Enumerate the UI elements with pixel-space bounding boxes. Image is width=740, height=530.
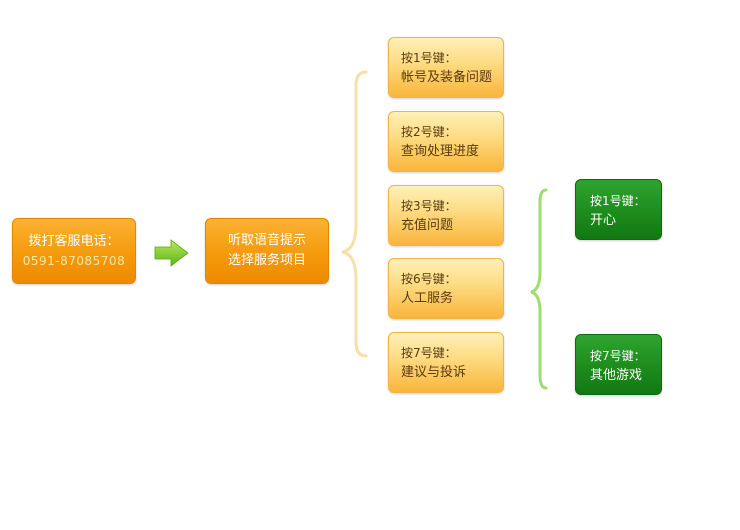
voice-prompt-line1: 听取语音提示 — [227, 233, 306, 248]
right-arrow-icon — [154, 239, 189, 267]
option-key-3: 按3号键： 充值问题 — [388, 185, 504, 246]
option-label: 帐号及装备问题 — [401, 70, 493, 85]
call-hotline-label: 拨打客服电话： — [28, 234, 120, 249]
option-key-7: 按7号键： 建议与投诉 — [388, 332, 504, 393]
voice-prompt-line2: 选择服务项目 — [227, 253, 306, 268]
option-key-label: 按3号键： — [401, 199, 457, 213]
sub-option-key-1: 按1号键： 开心 — [575, 179, 662, 240]
option-key-label: 按2号键： — [401, 125, 457, 139]
option-label: 查询处理进度 — [401, 144, 480, 159]
option-label: 人工服务 — [401, 291, 454, 306]
orange-bracket — [341, 70, 368, 358]
sub-option-label: 其他游戏 — [590, 368, 643, 383]
sub-option-label: 开心 — [590, 213, 617, 228]
option-label: 建议与投诉 — [401, 365, 467, 380]
sub-option-key-label: 按7号键： — [590, 349, 646, 363]
option-key-label: 按6号键： — [401, 272, 457, 286]
option-key-2: 按2号键： 查询处理进度 — [388, 111, 504, 172]
option-key-label: 按7号键： — [401, 346, 457, 360]
call-hotline-node: 拨打客服电话： 0591-87085708 — [12, 218, 136, 284]
hotline-number: 0591-87085708 — [22, 254, 126, 268]
option-key-1: 按1号键： 帐号及装备问题 — [388, 37, 504, 98]
option-key-6: 按6号键： 人工服务 — [388, 258, 504, 319]
sub-option-key-7: 按7号键： 其他游戏 — [575, 334, 662, 395]
option-key-label: 按1号键： — [401, 51, 457, 65]
green-bracket — [530, 188, 548, 390]
sub-option-key-label: 按1号键： — [590, 194, 646, 208]
option-label: 充值问题 — [401, 218, 454, 233]
voice-prompt-node: 听取语音提示 选择服务项目 — [205, 218, 329, 284]
